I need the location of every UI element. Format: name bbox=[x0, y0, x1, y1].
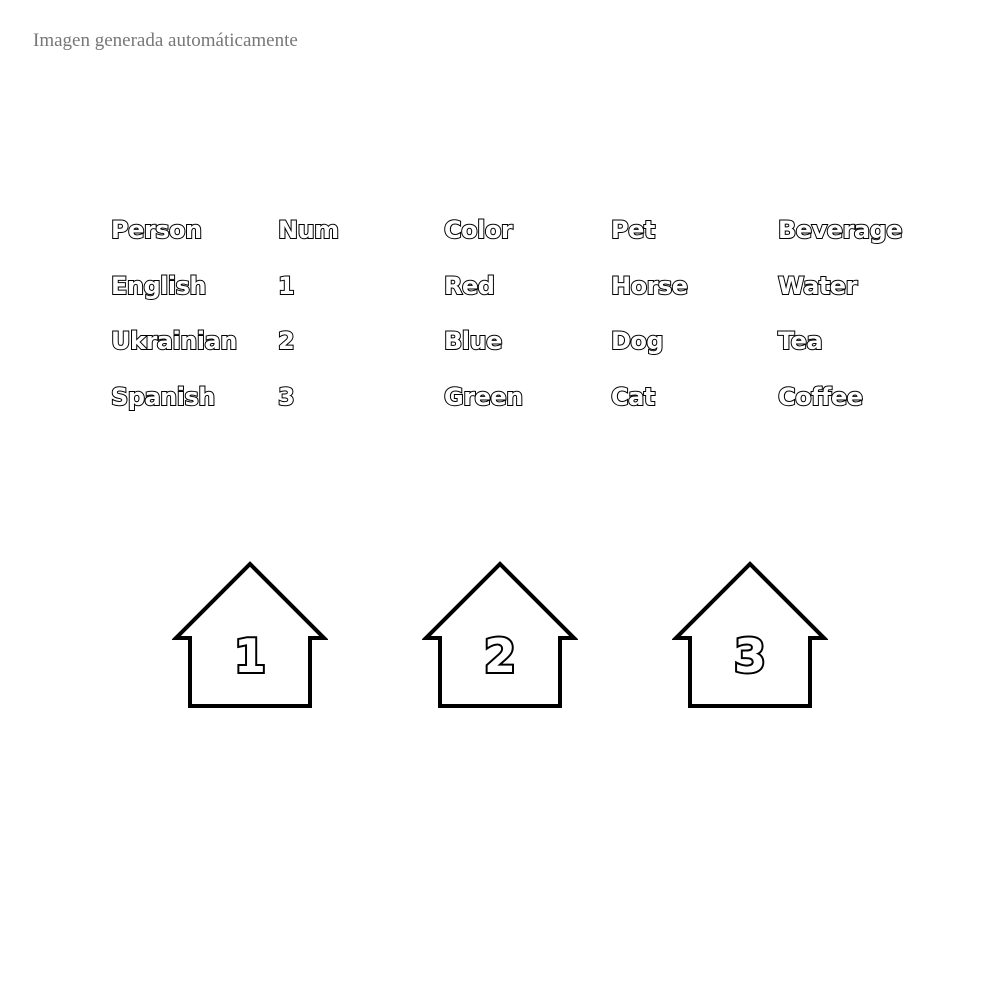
cell-color: Red bbox=[443, 271, 496, 301]
cell-person: English bbox=[110, 271, 207, 301]
header-color: Color bbox=[443, 215, 514, 245]
house-outline-icon bbox=[672, 561, 828, 708]
header-beverage: Beverage bbox=[777, 215, 903, 245]
cell-person: Spanish bbox=[110, 382, 216, 412]
cell-beverage: Tea bbox=[777, 326, 824, 356]
table-row: English 1 Red Horse Water bbox=[110, 269, 991, 325]
table-row: Spanish 3 Green Cat Coffee bbox=[110, 380, 991, 436]
house-number: 1 bbox=[232, 628, 268, 684]
table-header-row: Person Num Color Pet Beverage bbox=[110, 213, 991, 269]
cell-color: Green bbox=[443, 382, 524, 412]
house-1: 1 bbox=[172, 560, 328, 712]
cell-pet: Cat bbox=[610, 382, 656, 412]
cell-pet: Horse bbox=[610, 271, 689, 301]
cell-pet: Dog bbox=[610, 326, 665, 356]
cell-num: 3 bbox=[277, 382, 296, 412]
table-row: Ukrainian 2 Blue Dog Tea bbox=[110, 324, 991, 380]
houses-row: 1 2 3 bbox=[0, 560, 1000, 712]
house-number: 3 bbox=[732, 628, 768, 684]
house-2: 2 bbox=[422, 560, 578, 712]
cell-beverage: Water bbox=[777, 271, 858, 301]
cell-beverage: Coffee bbox=[777, 382, 864, 412]
house-number: 2 bbox=[482, 628, 518, 684]
puzzle-table: Person Num Color Pet Beverage English 1 … bbox=[110, 213, 991, 436]
header-person: Person bbox=[110, 215, 203, 245]
house-3: 3 bbox=[672, 560, 828, 712]
cell-num: 1 bbox=[277, 271, 296, 301]
house-outline-icon bbox=[422, 561, 578, 708]
cell-num: 2 bbox=[277, 326, 296, 356]
auto-generated-caption: Imagen generada automáticamente bbox=[33, 30, 298, 51]
header-pet: Pet bbox=[610, 215, 656, 245]
cell-color: Blue bbox=[443, 326, 503, 356]
cell-person: Ukrainian bbox=[110, 326, 238, 356]
header-num: Num bbox=[277, 215, 340, 245]
house-outline-icon bbox=[172, 561, 328, 708]
